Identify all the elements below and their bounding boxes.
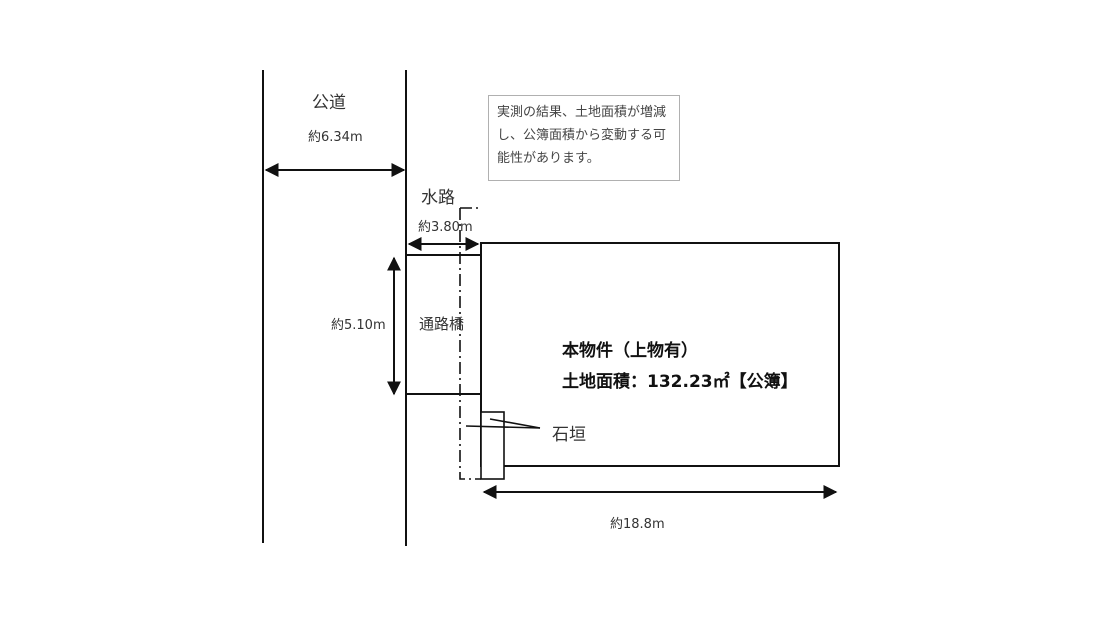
bridge-label: 通路橋: [419, 315, 465, 333]
stone-wall-leader-tick: [489, 418, 541, 429]
bridge-length-label: 約5.10m: [331, 318, 386, 333]
stone-wall-label: 石垣: [552, 425, 586, 445]
road-width-label: 約6.34m: [308, 130, 363, 145]
public-road-label: 公道: [312, 93, 346, 113]
property-width-label: 約18.8m: [610, 517, 665, 532]
property-area: 土地面積：132.23㎡【公簿】: [562, 372, 798, 392]
stone-wall-box: [480, 411, 505, 480]
waterway-label: 水路: [421, 188, 455, 208]
property-name: 本物件（上物有）: [562, 341, 698, 361]
waterway-boundary: [459, 207, 481, 480]
waterway-width-label: 約3.80m: [418, 220, 473, 235]
survey-note: 実測の結果、土地面積が増減し、公簿面積から変動する可能性があります。: [488, 95, 680, 181]
property-outline: [480, 242, 840, 467]
stone-wall-leader: [465, 425, 541, 429]
